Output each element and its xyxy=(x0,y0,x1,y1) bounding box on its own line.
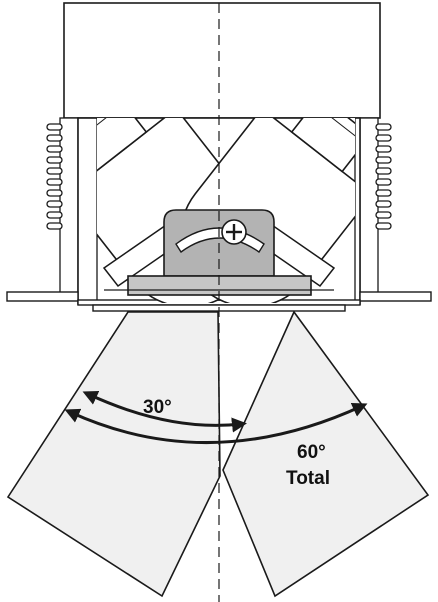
heat-sink-left xyxy=(46,117,79,295)
top-enclosure xyxy=(63,2,381,119)
phillips-screw-icon xyxy=(221,219,247,245)
arc-60-degree-total xyxy=(64,402,368,444)
beam-left xyxy=(6,311,221,598)
label-30-degree: 30° xyxy=(143,397,172,418)
heat-sink-right xyxy=(359,117,392,295)
label-60-degree: 60° xyxy=(297,442,326,463)
beam-right xyxy=(222,310,430,598)
label-total: Total xyxy=(286,468,330,489)
